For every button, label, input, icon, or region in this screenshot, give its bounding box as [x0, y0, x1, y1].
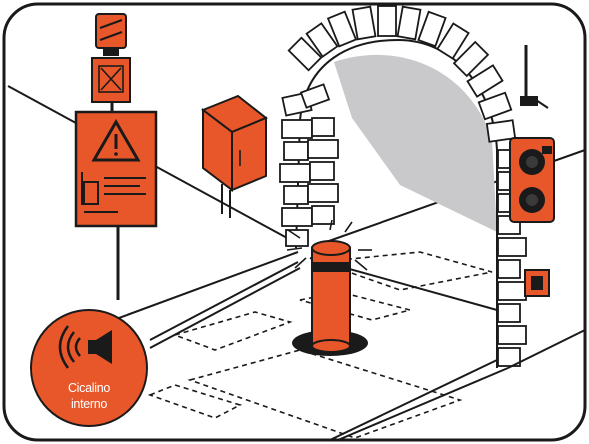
traffic-light-icon — [510, 138, 554, 222]
buzzer-label-line2: interno — [71, 397, 107, 411]
photocell-box — [92, 58, 130, 102]
key-switch-box — [525, 270, 549, 296]
buzzer-badge: Cicalino interno — [31, 310, 147, 426]
buzzer-label-line1: Cicalino — [68, 381, 110, 395]
